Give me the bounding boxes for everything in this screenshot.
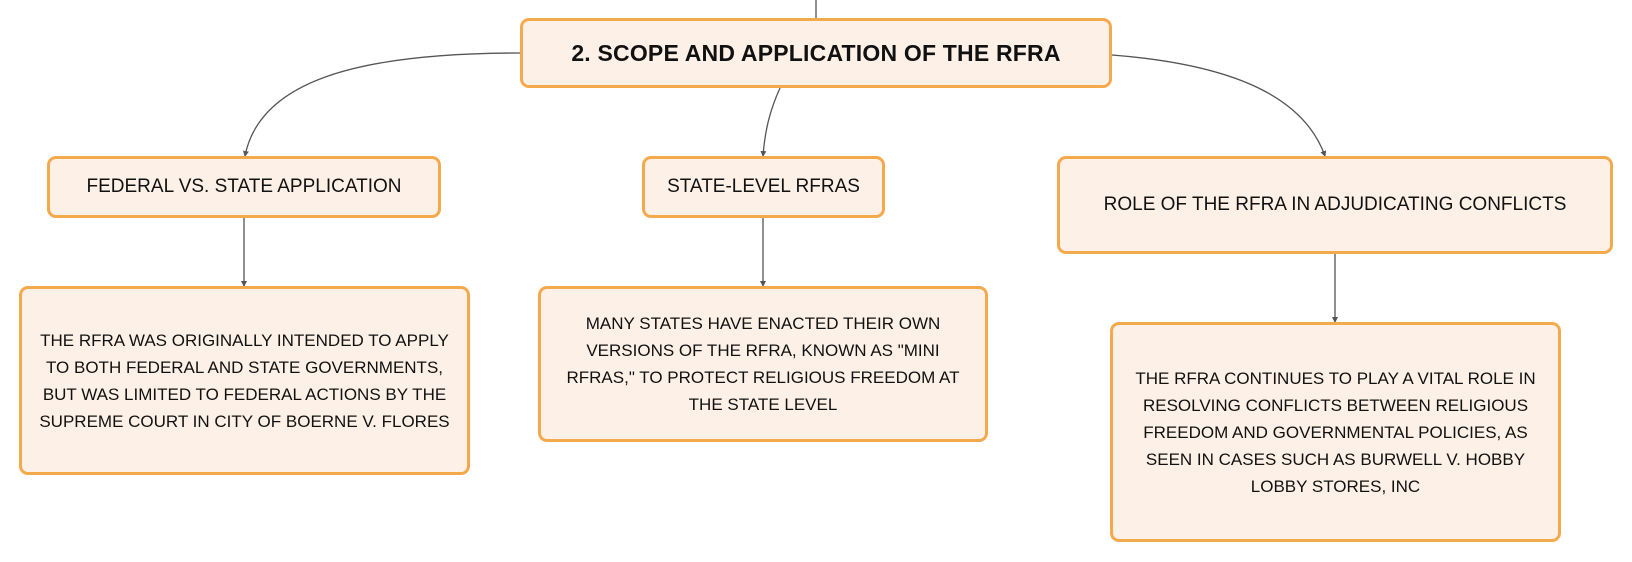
connector-root-to-role: [1111, 54, 1327, 157]
topic-node-label: ROLE OF THE RFRA IN ADJUDICATING CONFLIC…: [1103, 194, 1567, 215]
detail-node-text: THE RFRA CONTINUES TO PLAY A VITAL ROLE …: [1135, 368, 1536, 496]
detail-node-role-of-rfra[interactable]: THE RFRA CONTINUES TO PLAY A VITAL ROLE …: [1110, 322, 1561, 542]
detail-node-federal-vs-state[interactable]: THE RFRA WAS ORIGINALLY INTENDED TO APPL…: [19, 286, 470, 475]
topic-node-federal-vs-state[interactable]: FEDERAL VS. STATE APPLICATION: [47, 156, 441, 218]
detail-node-text: THE RFRA WAS ORIGINALLY INTENDED TO APPL…: [39, 330, 450, 431]
topic-node-label: STATE-LEVEL RFRAS: [667, 176, 860, 197]
connector-root-to-state: [760, 87, 781, 157]
detail-node-text: MANY STATES HAVE ENACTED THEIR OWN VERSI…: [566, 314, 960, 414]
topic-node-state-level-rfras[interactable]: STATE-LEVEL RFRAS: [642, 156, 885, 218]
topic-node-label: FEDERAL VS. STATE APPLICATION: [86, 176, 402, 197]
topic-node-role-of-rfra[interactable]: ROLE OF THE RFRA IN ADJUDICATING CONFLIC…: [1057, 156, 1613, 254]
connector-root-to-federal: [243, 52, 521, 157]
root-node-label: 2. SCOPE AND APPLICATION OF THE RFRA: [571, 39, 1061, 66]
detail-node-state-level-rfras[interactable]: MANY STATES HAVE ENACTED THEIR OWN VERSI…: [538, 286, 988, 442]
root-node[interactable]: 2. SCOPE AND APPLICATION OF THE RFRA: [520, 18, 1112, 88]
